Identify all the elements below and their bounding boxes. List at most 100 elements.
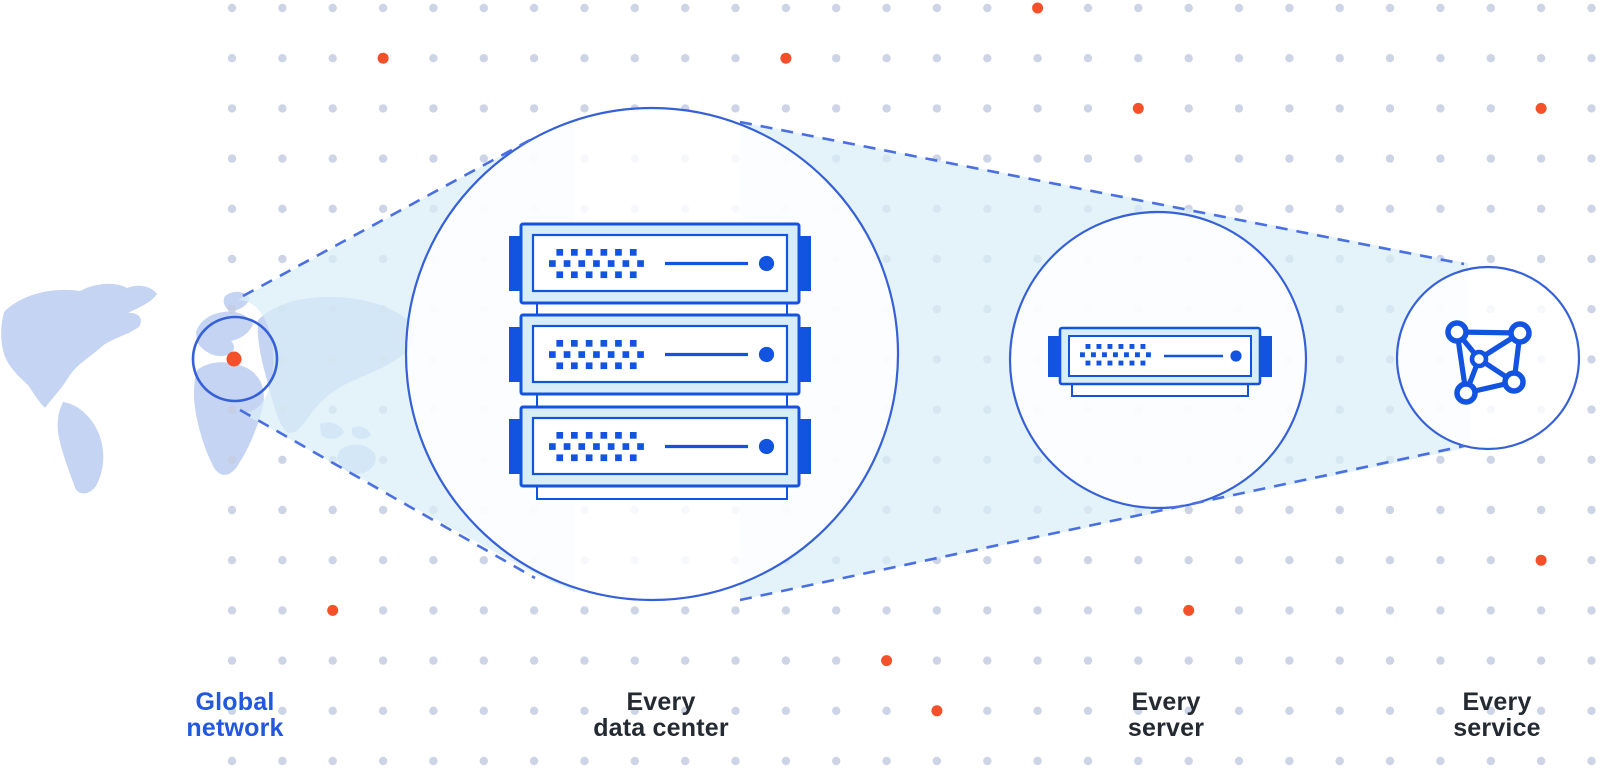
grid-dot: [278, 3, 287, 13]
grid-dot: [932, 656, 942, 665]
grid-dot: [983, 606, 992, 615]
led-pixel: [571, 340, 578, 347]
map-region-circle: [191, 315, 279, 403]
mesh-node-top-right: [1508, 321, 1532, 345]
grid-dot: [1134, 656, 1143, 665]
grid-dot: [479, 706, 488, 715]
grid-dot: [1285, 3, 1294, 13]
grid-dot: [1285, 706, 1294, 715]
grid-dot: [1486, 254, 1496, 264]
led-pixel: [563, 351, 571, 358]
grid-dot: [781, 656, 791, 665]
grid-dot: [1184, 706, 1193, 715]
grid-dot: [1536, 154, 1546, 163]
grid-dot: [227, 254, 237, 264]
grid-dot: [1436, 756, 1445, 766]
accent-dot: [1535, 102, 1547, 114]
grid-dot: [1486, 706, 1496, 715]
grid-dot: [832, 54, 841, 63]
grid-dot: [1486, 54, 1496, 63]
grid-dot: [731, 656, 740, 665]
grid-dot: [781, 606, 791, 615]
led-pixel: [615, 454, 622, 462]
server-faceplate: [531, 233, 789, 293]
grid-dot: [1335, 154, 1344, 163]
grid-dot: [1436, 505, 1445, 515]
led-pixel: [637, 351, 644, 358]
grid-dot: [227, 154, 237, 163]
server-unit: [509, 405, 811, 488]
label-line: network: [186, 713, 284, 742]
grid-dot: [1033, 756, 1042, 766]
dashed-line-top-right: [739, 120, 1465, 266]
grid-dot: [731, 3, 740, 13]
led-pixel: [1129, 344, 1135, 349]
grid-dot: [1486, 606, 1496, 615]
led-pixel: [600, 362, 608, 370]
grid-dot: [278, 505, 287, 515]
grid-dot: [479, 104, 488, 113]
grid-dot: [1385, 756, 1395, 766]
led-pixel: [629, 340, 637, 347]
led-pixel: [556, 271, 564, 279]
led-pixel: [1140, 344, 1146, 349]
grid-dot: [1184, 756, 1193, 766]
led-pixel: [622, 443, 630, 450]
grid-dot: [227, 104, 237, 113]
led-pixel: [578, 443, 586, 450]
grid-dot: [1385, 54, 1395, 63]
continent-north-america: [1, 283, 157, 408]
grid-dot: [1033, 556, 1042, 565]
grid-dot: [731, 706, 740, 715]
grid-dot: [1285, 556, 1294, 565]
led-pixel: [1107, 344, 1113, 349]
led-pixel: [585, 249, 593, 256]
grid-dot: [1486, 756, 1496, 766]
grid-dot: [479, 3, 488, 13]
grid-dot: [1285, 154, 1294, 163]
led-pixel: [615, 249, 622, 256]
grid-dot: [1436, 204, 1445, 213]
grid-dot: [227, 54, 237, 63]
grid-dot: [1436, 556, 1445, 565]
grid-dot: [378, 505, 388, 515]
grid-dot: [932, 606, 942, 615]
grid-dot: [1587, 505, 1596, 515]
led-pixel: [615, 340, 622, 347]
led-pixel: [556, 340, 564, 347]
grid-dot: [681, 756, 690, 766]
grid-dot: [1234, 656, 1244, 665]
grid-dot: [328, 104, 337, 113]
server-faceplate: [531, 324, 789, 384]
grid-dot: [1587, 756, 1596, 766]
grid-dot: [983, 556, 992, 565]
grid-dot: [832, 706, 841, 715]
server-tab-left: [1048, 336, 1060, 377]
grid-dot: [479, 556, 488, 565]
grid-dot: [278, 455, 287, 464]
led-pixel: [629, 454, 637, 462]
label-line: Global: [195, 688, 275, 716]
grid-dot: [1335, 54, 1344, 63]
grid-dot: [479, 756, 488, 766]
grid-dot: [630, 3, 639, 13]
grid-dot: [1234, 756, 1244, 766]
grid-dot: [529, 606, 539, 615]
grid-dot: [429, 154, 438, 163]
grid-dot: [378, 656, 388, 665]
grid-dot: [1285, 606, 1294, 615]
led-pixel: [629, 271, 637, 279]
grid-dot: [1385, 706, 1395, 715]
grid-dot: [1083, 756, 1093, 766]
led-pixel: [585, 454, 593, 462]
grid-dot: [1436, 154, 1445, 163]
grid-dot: [1285, 656, 1294, 665]
accent-dot: [780, 52, 792, 64]
grid-dot: [1184, 3, 1193, 13]
led-pixel: [629, 432, 637, 439]
grid-dot: [1536, 756, 1546, 766]
grid-dot: [1083, 606, 1093, 615]
dashed-line-bottom-right: [739, 444, 1465, 602]
grid-dot: [1335, 606, 1344, 615]
led-pixel: [607, 443, 615, 450]
